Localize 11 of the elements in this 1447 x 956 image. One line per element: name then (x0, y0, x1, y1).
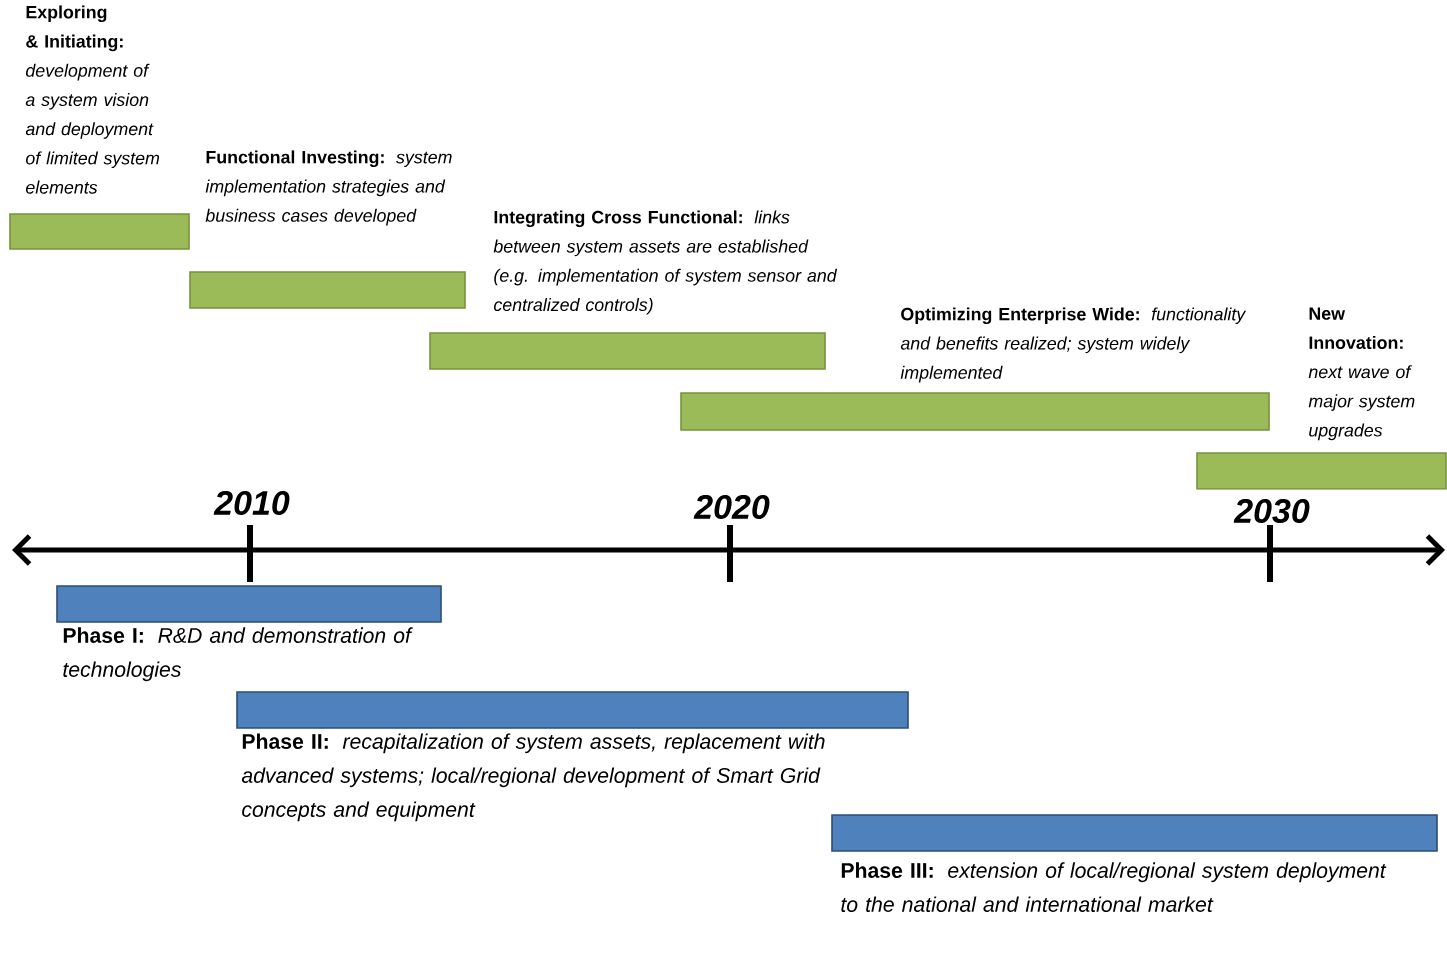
phase-description: Optimizing Enterprise Wide: functionality and benefits realized; system widely implemented (900, 307, 1247, 383)
year-label: 2030 (1233, 498, 1310, 524)
phase-description: New Innovation: next wave of major system upgrades (1308, 307, 1415, 441)
year-label: 2020 (693, 494, 770, 520)
phase-description: Functional Investing: system implementation strategies and business cases developed (205, 150, 452, 226)
phase-description: Exploring & Initiating: development of a system vision and deployment of limited system elements (25, 5, 160, 194)
phase-description: Phase II: recapitalization of system assets, replacement with advanced systems; local/regional development of Smart Grid concepts and equipment (241, 733, 825, 822)
phase-description: Phase III: extension of local/regional system deployment to the national and international market (841, 862, 1387, 912)
phase-description: Integrating Cross Functional: links between system assets are established (e.g. implementation of system sensor and centralized controls) (493, 210, 838, 315)
year-label: 2010 (213, 490, 290, 516)
phase-description: Phase I: R&D and demonstration of technologies (63, 627, 413, 682)
